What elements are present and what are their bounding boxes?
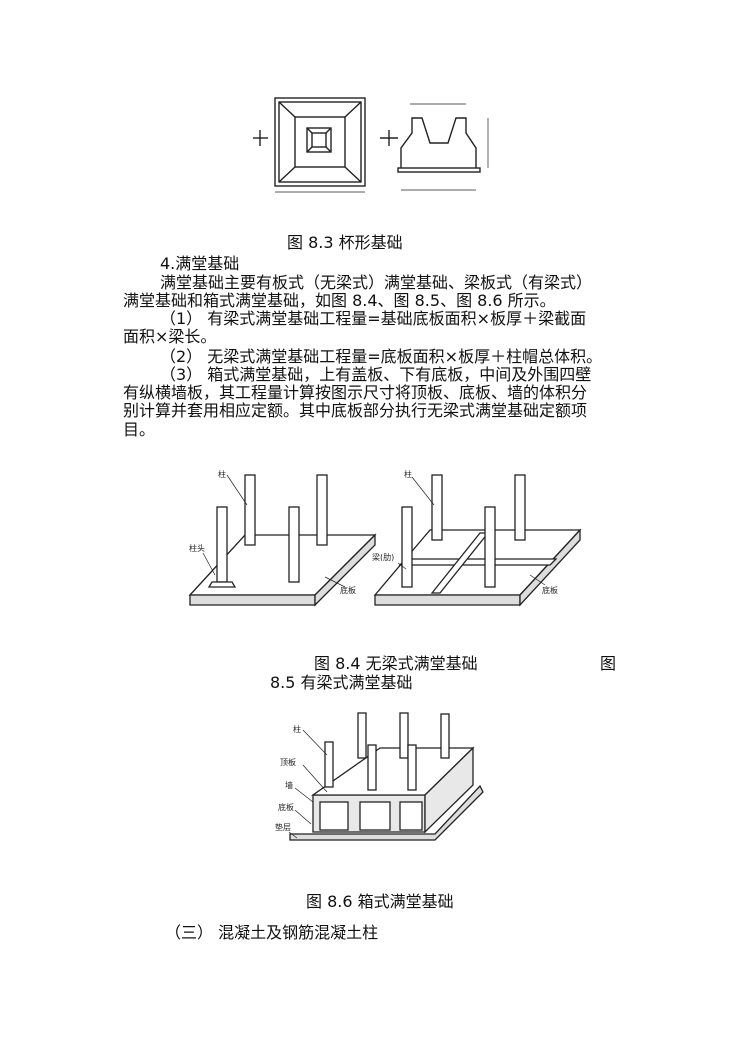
paragraph-line: 满堂基础和箱式满堂基础，如图 8.4、图 8.5、图 8.6 所示。 bbox=[123, 291, 556, 310]
label-wall: 墙 bbox=[285, 780, 293, 790]
label-cushion: 垫层 bbox=[275, 822, 291, 832]
label-column-head: 柱头 bbox=[189, 543, 205, 553]
figure-8-5-caption: 8.5 有梁式满堂基础 bbox=[270, 673, 413, 692]
label-beam: 梁(肋) bbox=[372, 552, 394, 562]
section-4-title: 4.满堂基础 bbox=[160, 254, 240, 273]
label-top-plate: 顶板 bbox=[280, 757, 296, 767]
paragraph-line: 别计算并套用相应定额。其中底板部分执行无梁式满堂基础定额项 bbox=[123, 401, 588, 420]
paragraph-line: （2） 无梁式满堂基础工程量=底板面积×板厚＋柱帽总体积。 bbox=[160, 347, 603, 366]
paragraph-line: （3） 箱式满堂基础，上有盖板、下有底板，中间及外围四壁 bbox=[160, 365, 592, 384]
paragraph-line: 有纵横墙板，其工程量计算按图示尺寸将顶板、底板、墙的体积分 bbox=[123, 383, 588, 402]
figure-8-6-caption: 图 8.6 箱式满堂基础 bbox=[306, 892, 454, 911]
figure-8-3-caption: 图 8.3 杯形基础 bbox=[287, 233, 403, 252]
paragraph-line: 目。 bbox=[123, 420, 156, 439]
figure-8-5-caption-prefix: 图 bbox=[600, 654, 617, 673]
label-base-plate: 底板 bbox=[278, 802, 294, 812]
paragraph-line: 面积×梁长。 bbox=[123, 327, 217, 346]
figure-8-6-drawing: 柱 顶板 墙 底板 垫层 bbox=[275, 712, 484, 841]
paragraph-line: 满堂基础主要有板式（无梁式）满堂基础、梁板式（有梁式） bbox=[160, 273, 593, 292]
label-base-plate: 底板 bbox=[542, 585, 558, 595]
figure-8-5-drawing: 柱 梁(肋) 底板 bbox=[372, 469, 582, 607]
figure-8-4-drawing: 柱 柱头 底板 bbox=[188, 469, 377, 607]
label-column: 柱 bbox=[293, 724, 301, 734]
section-3-title: （三） 混凝土及钢筋混凝土柱 bbox=[165, 923, 379, 942]
paragraph-line: （1） 有梁式满堂基础工程量=基础底板面积×板厚＋梁截面 bbox=[160, 309, 587, 328]
label-column: 柱 bbox=[404, 469, 412, 479]
figure-8-3-drawing bbox=[253, 97, 489, 193]
figure-8-4-caption: 图 8.4 无梁式满堂基础 bbox=[314, 654, 478, 673]
label-column: 柱 bbox=[218, 469, 226, 479]
label-base-plate: 底板 bbox=[340, 585, 356, 595]
